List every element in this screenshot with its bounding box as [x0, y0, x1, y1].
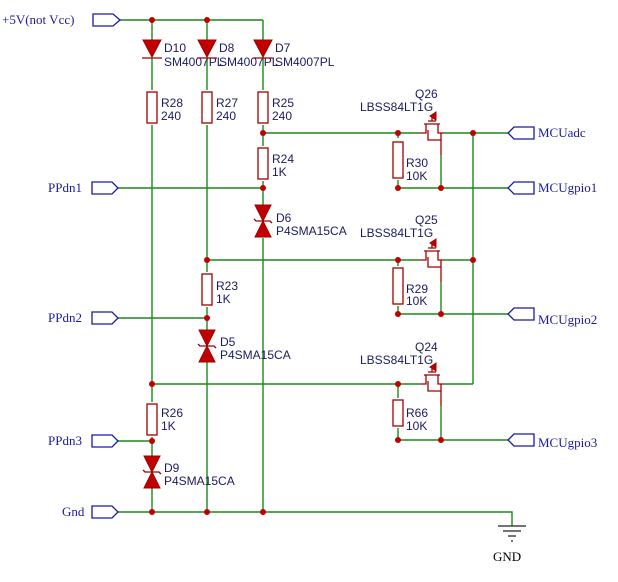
net-label-ppdn1: PPdn1	[48, 180, 82, 195]
resistor-value: 10K	[406, 169, 427, 183]
resistor-ref: R30	[406, 156, 428, 170]
diode-value: SM4007PL	[275, 55, 335, 69]
junction-dot	[395, 130, 401, 136]
junction-dot	[438, 437, 444, 443]
junction-dot	[395, 185, 401, 191]
resistor-r66: R66 10K	[392, 399, 428, 433]
junction-dot	[149, 509, 155, 515]
port-ppdn3	[91, 434, 119, 448]
junction-dot	[470, 130, 476, 136]
resistor-value: 240	[216, 109, 236, 123]
junction-dot	[149, 381, 155, 387]
tvs-d5: D5 P4SMA15CA	[197, 329, 291, 363]
net-label-mcugpio1: MCUgpio1	[538, 180, 597, 195]
ports: +5V(not Vcc) PPdn1 PPdn2 PPdn3 Gnd MCUad…	[2, 12, 597, 519]
junction-dot	[470, 257, 476, 263]
resistor-ref: R27	[216, 96, 238, 110]
diode-ref: D7	[275, 41, 291, 55]
port-mcugpio1	[507, 181, 535, 195]
junction-dot	[260, 509, 266, 515]
junctions	[149, 17, 476, 515]
tvs-d9: D9 P4SMA15CA	[142, 455, 235, 489]
junction-dot	[149, 438, 155, 444]
junction-dot	[395, 381, 401, 387]
diode-d7: D7 SM4007PL	[253, 39, 335, 69]
resistor-ref: R29	[406, 282, 428, 296]
resistor-r23: R23 1K	[201, 273, 238, 306]
resistor-ref: R25	[272, 96, 294, 110]
tvs-ref: D5	[220, 335, 236, 349]
resistor-value: 10K	[406, 419, 427, 433]
resistor-value: 240	[161, 109, 181, 123]
resistor-r25: R25 240	[257, 91, 294, 124]
junction-dot	[395, 257, 401, 263]
junction-dot	[260, 185, 266, 191]
junction-dot	[438, 311, 444, 317]
port-ppdn2	[91, 311, 119, 325]
net-label-mcuadc: MCUadc	[538, 125, 586, 140]
diode-ref: D8	[219, 41, 235, 55]
ground-symbol: GND	[493, 525, 526, 564]
net-label-vcc: +5V(not Vcc)	[2, 12, 74, 27]
resistor-ref: R26	[161, 406, 183, 420]
tvs-value: P4SMA15CA	[164, 474, 235, 488]
port-gnd	[91, 505, 119, 519]
resistor-r24: R24 1K	[257, 147, 294, 180]
junction-dot	[395, 437, 401, 443]
mosfet-ref: Q26	[415, 87, 438, 101]
resistor-value: 10K	[406, 294, 427, 308]
mosfet-q24: Q24 LBSS84LT1G	[360, 340, 444, 406]
tvs-ref: D6	[276, 211, 292, 225]
mosfet-ref: Q25	[415, 213, 438, 227]
junction-dot	[204, 315, 210, 321]
mosfet-value: LBSS84LT1G	[360, 100, 433, 114]
junction-dot	[395, 311, 401, 317]
tvs-d6: D6 P4SMA15CA	[253, 204, 347, 238]
resistor-r28: R28 240	[146, 91, 183, 124]
port-mcugpio3	[507, 433, 535, 447]
net-label-ppdn3: PPdn3	[48, 433, 82, 448]
junction-dot	[438, 185, 444, 191]
resistor-value: 1K	[272, 165, 287, 179]
mosfet-value: LBSS84LT1G	[360, 226, 433, 240]
ground-label: GND	[493, 549, 521, 564]
port-ppdn1	[91, 181, 119, 195]
net-label-ppdn2: PPdn2	[48, 310, 82, 325]
diode-ref: D10	[164, 41, 186, 55]
port-vcc	[92, 13, 121, 27]
net-label-mcugpio2: MCUgpio2	[538, 312, 597, 327]
resistor-value: 1K	[161, 419, 176, 433]
resistor-ref: R28	[161, 96, 183, 110]
resistor-value: 1K	[216, 292, 231, 306]
mosfet-value: LBSS84LT1G	[360, 353, 433, 367]
junction-dot	[149, 17, 155, 23]
mosfet-q25: Q25 LBSS84LT1G	[360, 213, 444, 282]
mosfet-q26: Q26 LBSS84LT1G	[360, 87, 444, 155]
port-mcugpio2	[507, 307, 535, 321]
resistor-r26: R26 1K	[146, 403, 183, 436]
junction-dot	[204, 257, 210, 263]
junction-dot	[204, 509, 210, 515]
net-label-gnd-in: Gnd	[62, 504, 85, 519]
junction-dot	[260, 130, 266, 136]
net-label-mcugpio3: MCUgpio3	[538, 435, 597, 450]
resistor-ref: R66	[406, 406, 428, 420]
tvs-value: P4SMA15CA	[276, 224, 347, 238]
diode-value: SM4007PL	[219, 55, 279, 69]
port-mcuadc	[507, 126, 535, 140]
diode-value: SM4007PL	[164, 55, 224, 69]
tvs-value: P4SMA15CA	[220, 348, 291, 362]
junction-dot	[204, 17, 210, 23]
resistor-r30: R30 10K	[392, 141, 428, 183]
mosfet-ref: Q24	[415, 340, 438, 354]
resistor-r27: R27 240	[201, 91, 238, 124]
resistor-ref: R24	[272, 152, 294, 166]
resistor-r29: R29 10K	[392, 267, 428, 308]
tvs-ref: D9	[164, 461, 180, 475]
resistor-value: 240	[272, 109, 292, 123]
resistor-ref: R23	[216, 279, 238, 293]
